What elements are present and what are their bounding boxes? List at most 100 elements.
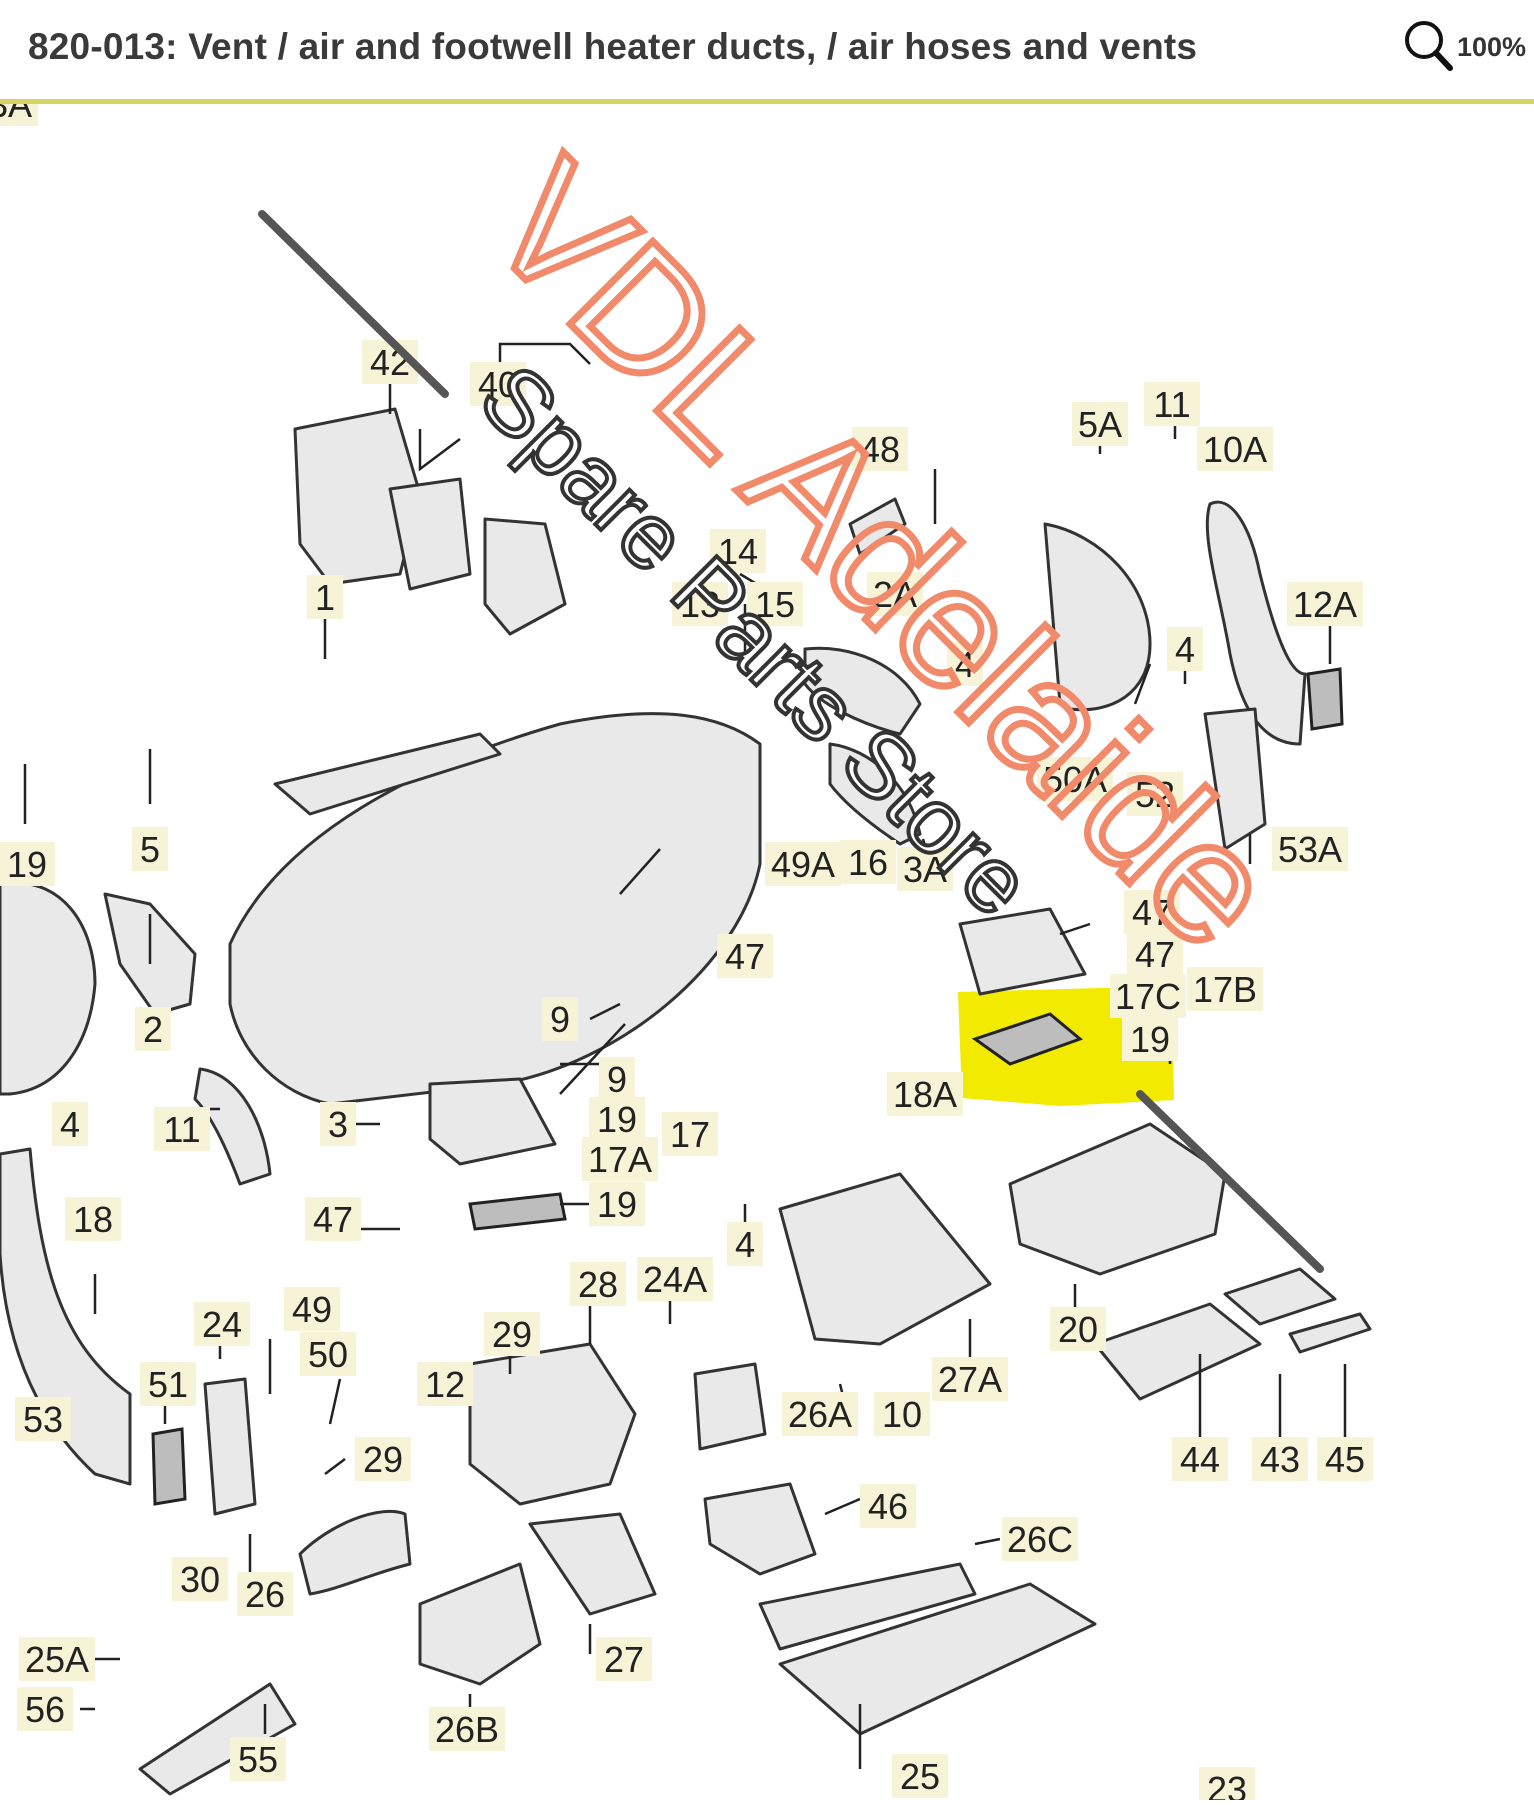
callout-label[interactable]: 19 — [597, 1184, 637, 1225]
callout-label[interactable]: 4 — [735, 1224, 755, 1265]
callout-label[interactable]: 24 — [202, 1304, 242, 1345]
callout-label[interactable]: 18A — [893, 1074, 957, 1115]
callout-bg — [154, 1107, 210, 1151]
callout-label[interactable]: 33A — [0, 84, 32, 125]
callout-bg — [727, 1222, 763, 1266]
callout-label[interactable]: 53 — [23, 1399, 63, 1440]
callout-label[interactable]: 29 — [363, 1439, 403, 1480]
callout-label[interactable]: 9 — [607, 1059, 627, 1100]
callout-label[interactable]: 53A — [1278, 829, 1342, 870]
callout-label[interactable]: 20 — [1058, 1309, 1098, 1350]
callout-label[interactable]: 17C — [1115, 976, 1181, 1017]
callout-label[interactable]: 27A — [938, 1359, 1002, 1400]
callout-label[interactable]: 25 — [900, 1756, 940, 1797]
callout-label[interactable]: 29 — [492, 1314, 532, 1355]
callout-label[interactable]: 26A — [788, 1394, 852, 1435]
callout-bg — [417, 1362, 473, 1406]
callout-label[interactable]: 48 — [860, 429, 900, 470]
callout-label[interactable]: 23 — [1207, 1769, 1247, 1805]
callout-label[interactable]: 43 — [1260, 1439, 1300, 1480]
dashboard-panel — [228, 712, 762, 1106]
callout-label[interactable]: 49 — [292, 1289, 332, 1330]
callout-label[interactable]: 4 — [955, 644, 975, 685]
callout-label[interactable]: 4 — [60, 1104, 80, 1145]
callout-bg — [52, 1102, 88, 1146]
callout-label[interactable]: 25A — [25, 1639, 89, 1680]
callout-bg — [747, 582, 803, 626]
callout-label[interactable]: 4 — [1175, 629, 1195, 670]
defroster-cover — [273, 732, 502, 816]
callout-label[interactable]: 55 — [238, 1739, 278, 1780]
air-duct-10 — [0, 1147, 132, 1486]
callout-bg — [852, 427, 908, 471]
callout-label[interactable]: 12 — [425, 1364, 465, 1405]
callout-bg — [135, 1007, 171, 1051]
callout-label[interactable]: 51 — [148, 1364, 188, 1405]
callout-label[interactable]: 26 — [245, 1574, 285, 1615]
heater-box-24 — [468, 1342, 637, 1506]
callout-label[interactable]: 24A — [643, 1259, 707, 1300]
callout-label[interactable]: 47 — [1132, 892, 1172, 933]
callout-label[interactable]: 14 — [718, 531, 758, 572]
callout-label[interactable]: 5 — [140, 829, 160, 870]
callout-label[interactable]: 16 — [848, 842, 888, 883]
callout-label[interactable]: 45 — [1325, 1439, 1365, 1480]
callout-label[interactable]: 47 — [313, 1199, 353, 1240]
zoom-control[interactable]: 100% — [1400, 18, 1530, 74]
callout-label[interactable]: 49A — [771, 844, 835, 885]
callout-label[interactable]: 50A — [1043, 759, 1107, 800]
callout-label[interactable]: 17A — [588, 1139, 652, 1180]
callout-label[interactable]: 13 — [680, 584, 720, 625]
callout-label[interactable]: 11 — [163, 1109, 200, 1150]
footwell-duct-25 — [418, 1562, 542, 1686]
callout-bg — [1199, 1767, 1255, 1805]
callout-label[interactable]: 52 — [1135, 774, 1175, 815]
callout-label[interactable]: 47 — [1135, 934, 1175, 975]
callout-label[interactable]: 56 — [25, 1689, 65, 1730]
callout-bg — [874, 1392, 930, 1436]
callout-label[interactable]: 18 — [73, 1199, 113, 1240]
callout-label[interactable]: 5A — [1078, 404, 1122, 445]
callout-label[interactable]: 44 — [1180, 1439, 1220, 1480]
callout-bg — [932, 1357, 1008, 1401]
callout-bg — [1122, 1017, 1178, 1061]
callout-bg — [1127, 772, 1183, 816]
callout-label[interactable]: 10 — [882, 1394, 922, 1435]
callout-label[interactable]: 3A — [903, 849, 947, 890]
callout-bg — [172, 1557, 228, 1601]
callout-label[interactable]: 26B — [435, 1709, 499, 1750]
callout-label[interactable]: 19 — [1130, 1019, 1170, 1060]
callout-bg — [892, 1754, 948, 1798]
callout-label[interactable]: 27 — [604, 1639, 644, 1680]
callout-bg — [887, 1072, 963, 1116]
trim-48 — [848, 497, 907, 556]
bracket-49 — [203, 1377, 257, 1516]
callout-label[interactable]: 11 — [1153, 384, 1190, 425]
callout-label[interactable]: 2 — [143, 1009, 163, 1050]
callout-label[interactable]: 19 — [7, 844, 47, 885]
callout-label[interactable]: 17 — [670, 1114, 710, 1155]
callout-bg — [0, 842, 55, 886]
callout-label[interactable]: 50 — [308, 1334, 348, 1375]
callout-label[interactable]: 17B — [1193, 969, 1257, 1010]
callout-label[interactable]: 19 — [597, 1099, 637, 1140]
callout-label[interactable]: 3 — [328, 1104, 348, 1145]
callout-label[interactable]: 10A — [1203, 429, 1267, 470]
callout-label[interactable]: 47 — [725, 936, 765, 977]
callout-label[interactable]: 9 — [550, 999, 570, 1040]
callout-bg — [1317, 1437, 1373, 1481]
callout-label[interactable]: 30 — [180, 1559, 220, 1600]
callout-label[interactable]: 28 — [578, 1264, 618, 1305]
callout-label[interactable]: 26C — [1007, 1519, 1073, 1560]
callout-label[interactable]: 40 — [478, 364, 518, 405]
callout-bg — [300, 1332, 356, 1376]
callout-label[interactable]: 12A — [1293, 584, 1357, 625]
callout-label[interactable]: 2A — [873, 574, 917, 615]
callout-label[interactable]: 15 — [755, 584, 795, 625]
callout-bg — [596, 1637, 652, 1681]
callout-label[interactable]: 1 — [315, 577, 335, 618]
callout-bg — [867, 572, 923, 616]
vent-cover-2A — [803, 646, 922, 736]
callout-label[interactable]: 46 — [868, 1486, 908, 1527]
